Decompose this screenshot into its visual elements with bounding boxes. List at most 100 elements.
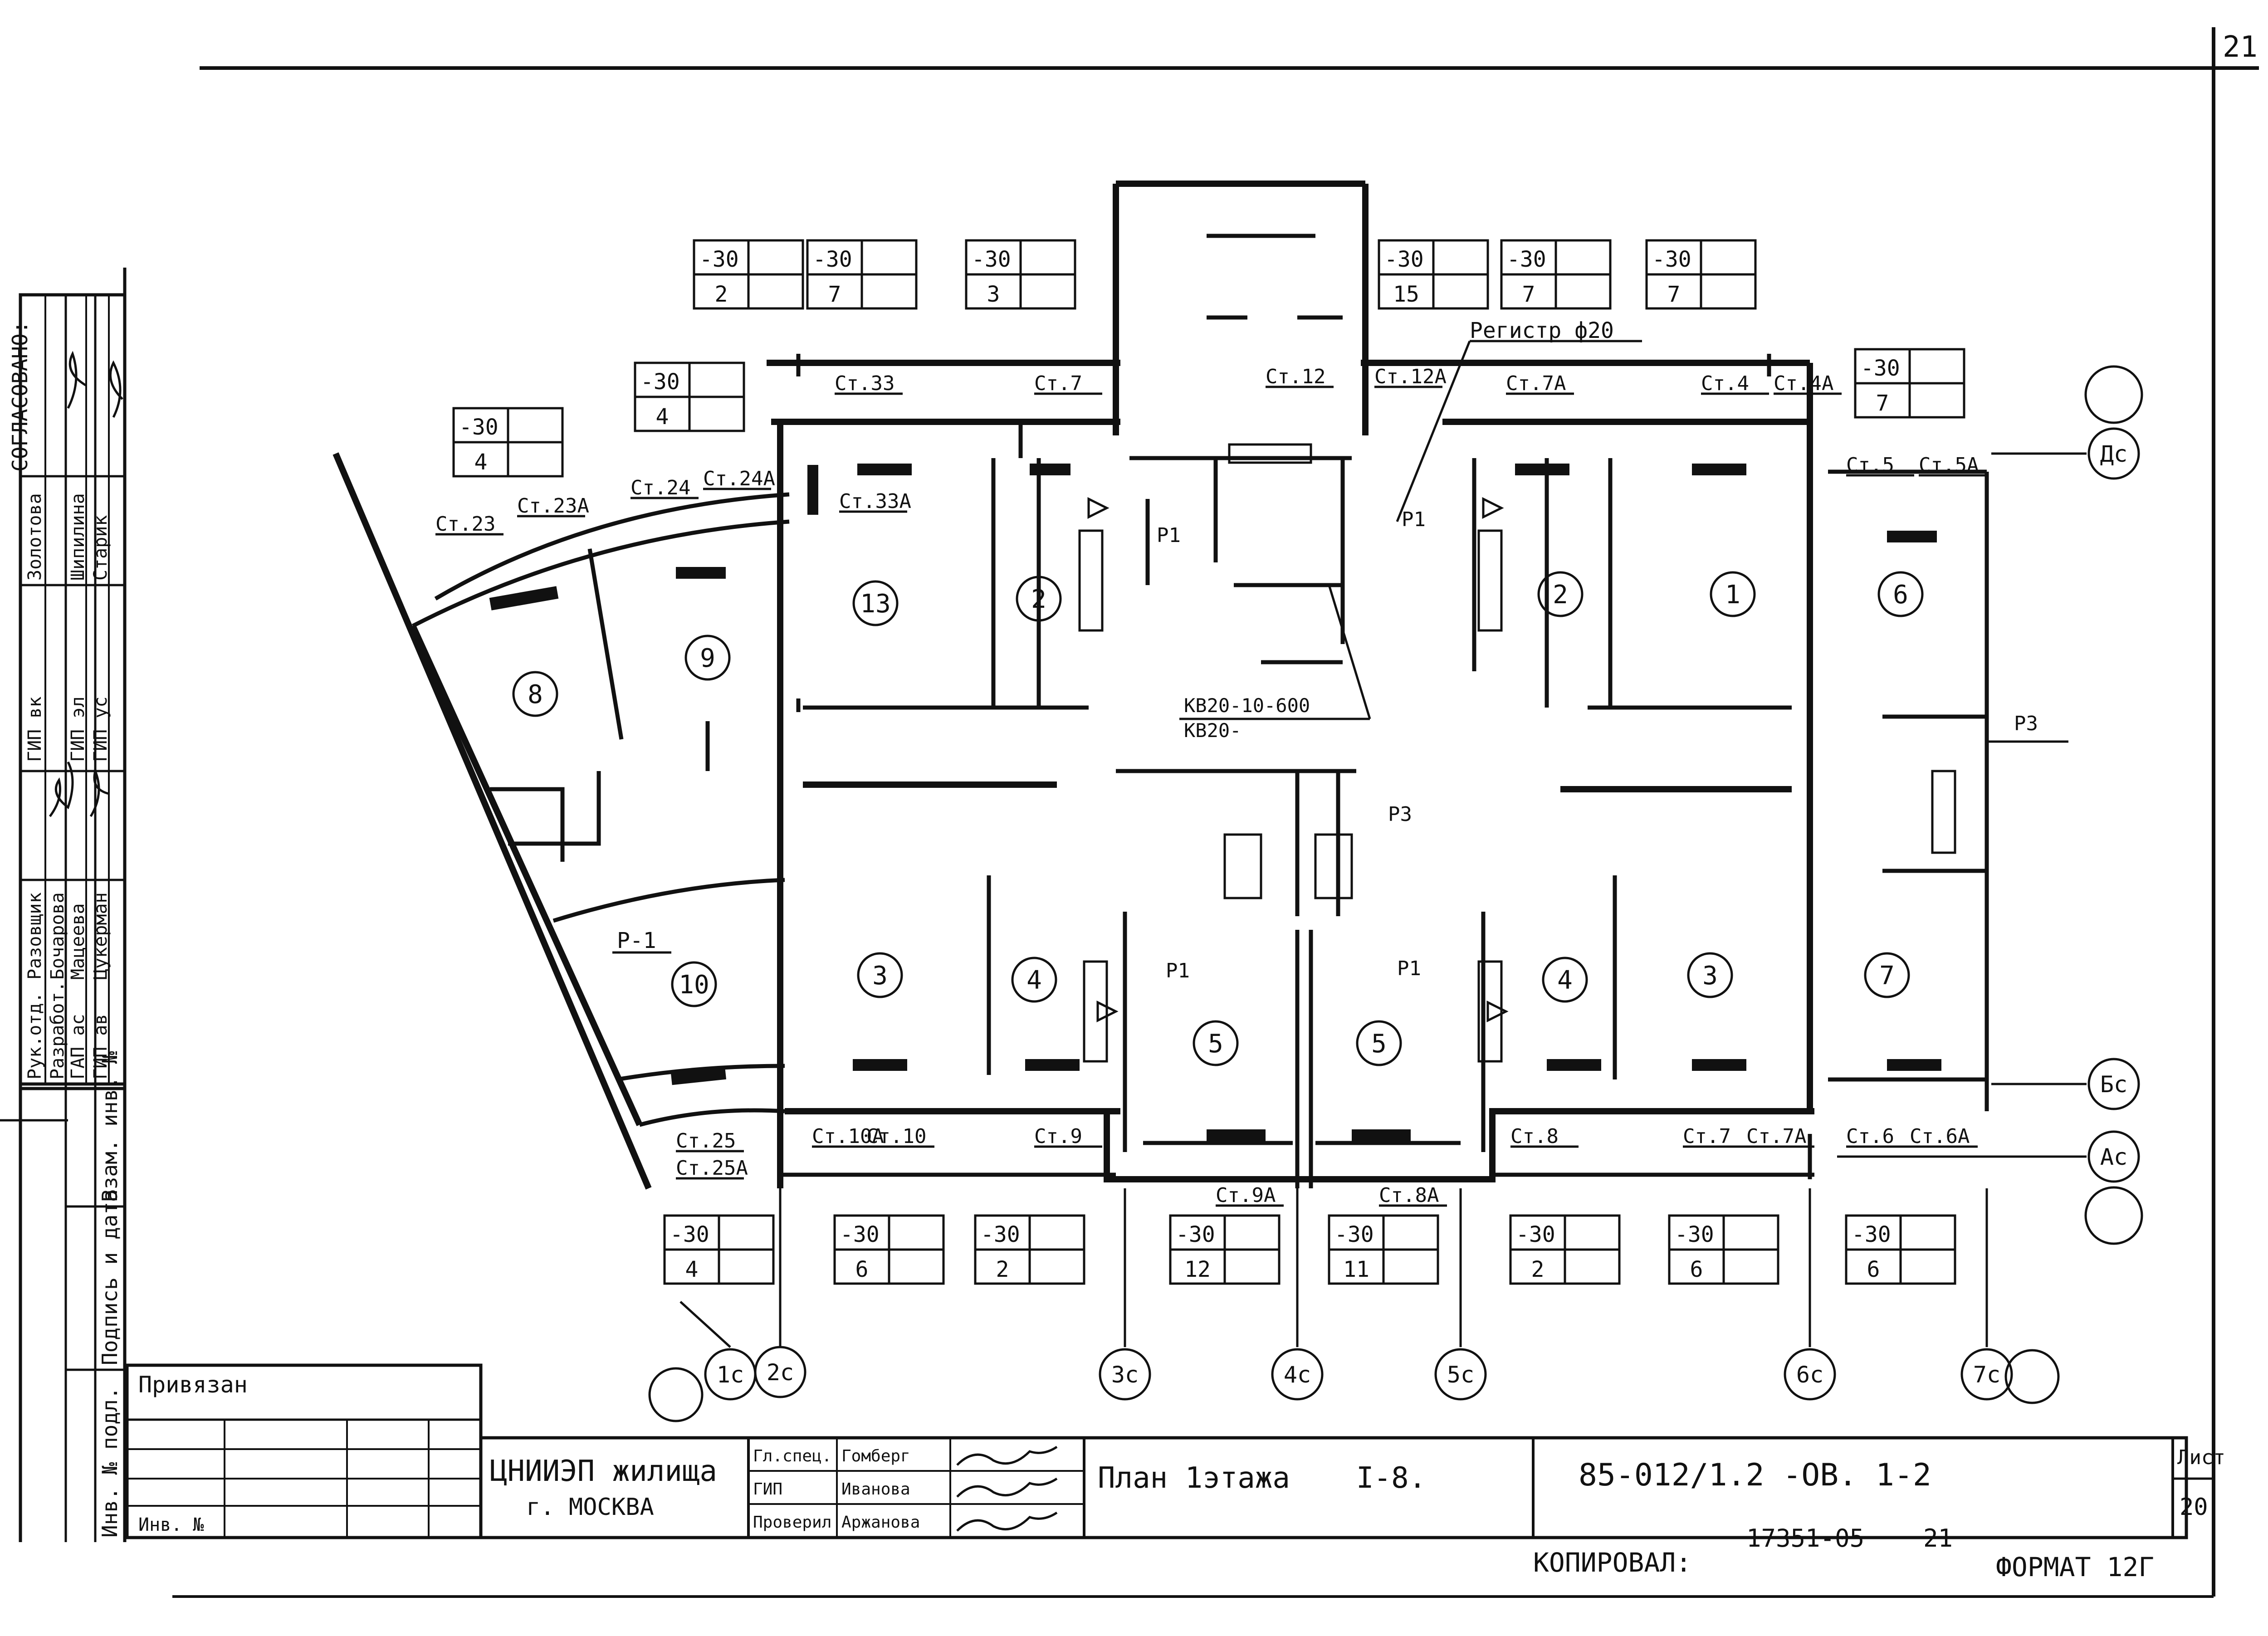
stamp-role-2: ГАП ас: [68, 1014, 88, 1080]
riser-label: Ст.6: [1846, 1125, 1894, 1148]
temp-count: 4: [474, 449, 488, 475]
riser-label: Ст.23: [435, 513, 495, 536]
inv-label: Инв. №: [138, 1514, 204, 1535]
room-label: 8: [528, 680, 543, 709]
riser-label: Ст.24А: [703, 467, 775, 490]
sheet-label: Лист: [2177, 1446, 2225, 1469]
temp-count: 15: [1393, 282, 1419, 307]
room-circle: [1864, 952, 1910, 998]
note-register: Регистр ф20: [1470, 318, 1614, 343]
riser-label: Ст.4А: [1774, 372, 1833, 395]
riser-label: Ст.33: [835, 372, 894, 395]
stamp-name-6: Старик: [90, 515, 111, 581]
room-label: 4: [1557, 966, 1573, 995]
temp-box: -306: [833, 1214, 945, 1285]
room-label: 3: [872, 961, 888, 991]
title-block: Привязан Инв. № ЦНИИЭП жилища г. МОСКВА …: [125, 1363, 2225, 1582]
riser-label: Ст.9А: [1216, 1184, 1276, 1207]
riser-label: Ст.7: [1034, 372, 1082, 395]
left-approval-stamp: Инв. № подл. Подпись и дата Взам. инв. №…: [0, 268, 127, 1542]
copy-number: 17351-05: [1746, 1524, 1864, 1553]
temp-box: -306: [1845, 1214, 1956, 1285]
bound-label: Привязан: [138, 1372, 248, 1398]
axis-bubble: 7с: [1960, 1348, 2013, 1401]
copied-label: КОПИРОВАЛ:: [1533, 1547, 1691, 1578]
temp-box: -307: [1645, 239, 1757, 310]
room-number: 13: [852, 580, 899, 626]
temp-value: -30: [640, 369, 680, 395]
axis-label: 3с: [1111, 1362, 1139, 1388]
room-number: 4: [1542, 957, 1588, 1003]
stamp-label-signature-date: Подпись и дата: [98, 1189, 122, 1365]
temp-count: 7: [1522, 282, 1535, 307]
room-number: 5: [1356, 1020, 1402, 1066]
temp-count: 7: [828, 282, 841, 307]
note-p3-a: Р3: [1388, 803, 1412, 826]
tb-signature: [956, 1477, 1058, 1498]
tb-name-1: Иванова: [841, 1480, 910, 1499]
temp-count: 6: [1867, 1257, 1880, 1282]
temp-count: 2: [1531, 1257, 1545, 1282]
riser-label: Ст.6А: [1910, 1125, 1970, 1148]
temp-value: -30: [1852, 1222, 1891, 1247]
room-circle: [1687, 952, 1733, 998]
temp-count: 7: [1667, 282, 1681, 307]
temp-value: -30: [699, 247, 739, 272]
room-number: 2: [1016, 576, 1062, 622]
tb-name-0: Гомберг: [841, 1447, 910, 1465]
temp-count: 7: [1876, 391, 1889, 416]
axis-circle: [2087, 1130, 2140, 1183]
temp-count: 4: [656, 404, 669, 430]
copy-page: 21: [1923, 1524, 1953, 1553]
room-circle: [684, 635, 731, 681]
axis-circle: [2087, 427, 2140, 480]
tb-role-0: Гл.спец.: [753, 1447, 831, 1465]
room-number: 3: [1687, 952, 1733, 998]
room-label: 13: [860, 589, 890, 619]
stamp-header: СОГЛАСОВАНО:: [8, 321, 32, 472]
stamp-label-inv-podl: Инв. № подл.: [98, 1387, 122, 1538]
temp-box: -303: [965, 239, 1076, 310]
format-label: ФОРМАТ 12Г: [1996, 1552, 2154, 1582]
temp-count: 3: [987, 282, 1000, 307]
room-circle: [1193, 1020, 1239, 1066]
room-label: 7: [1879, 961, 1895, 991]
room-number: 4: [1011, 957, 1057, 1003]
axis-bubble: 4с: [1271, 1348, 1324, 1401]
axis-bubble: Бс: [2087, 1058, 2140, 1110]
tb-role-1: ГИП: [753, 1480, 782, 1499]
temp-box: -307: [1500, 239, 1612, 310]
axis-bubble: 5с: [1434, 1348, 1487, 1401]
room-circle: [1542, 957, 1588, 1003]
temp-value: -30: [813, 247, 852, 272]
axis-label: 5с: [1447, 1362, 1474, 1388]
stamp-signature: [49, 761, 74, 817]
document-code: 85-012/1.2 -ОВ. 1-2: [1579, 1457, 1931, 1493]
axis-label: 7с: [1973, 1362, 2000, 1388]
axis-circle: [1784, 1348, 1836, 1401]
temp-value: -30: [1384, 247, 1424, 272]
riser-label: Ст.7: [1683, 1125, 1731, 1148]
riser-label: Ст.8: [1510, 1125, 1559, 1148]
temp-box: -302: [693, 239, 804, 310]
stamp-name-5: Шипилина: [68, 493, 88, 581]
riser-label: Ст.23А: [517, 494, 589, 518]
stamp-name-1: Бочарова: [47, 892, 68, 980]
tb-name-2: Аржанова: [841, 1513, 920, 1532]
room-number: 3: [857, 952, 903, 998]
temp-count: 11: [1343, 1257, 1369, 1282]
plan-walls: [332, 181, 1989, 1190]
room-number: 1: [1710, 571, 1756, 617]
riser-label: Ст.9: [1034, 1125, 1082, 1148]
temp-count: 12: [1184, 1257, 1211, 1282]
riser-label: Ст.10: [866, 1125, 926, 1148]
temp-value: -30: [981, 1222, 1020, 1247]
room-number: 2: [1537, 571, 1584, 617]
temp-count: 6: [855, 1257, 869, 1282]
temp-value: -30: [670, 1222, 709, 1247]
stamp-name-4: Золотова: [24, 493, 45, 581]
axis-label: Дс: [2100, 441, 2127, 467]
tb-signature: [956, 1511, 1058, 1532]
axis-bubble: Дс: [2087, 427, 2140, 480]
